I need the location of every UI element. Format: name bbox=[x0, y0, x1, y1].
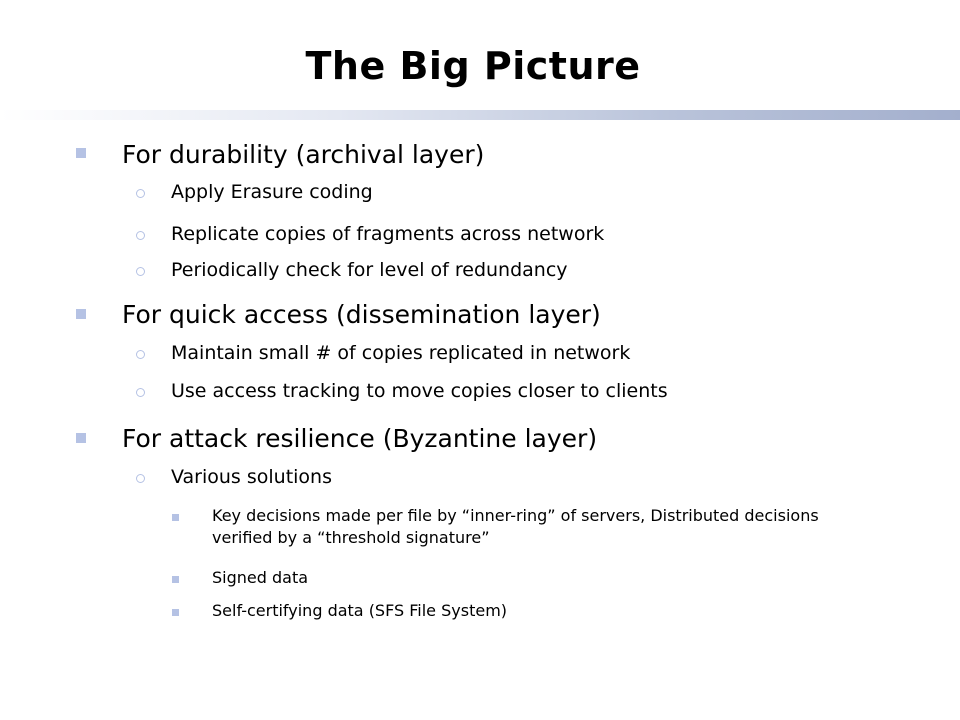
bullet-check-redundancy: Periodically check for level of redundan… bbox=[171, 259, 568, 281]
ring-bullet-icon bbox=[136, 189, 145, 198]
square-bullet-icon bbox=[172, 514, 179, 521]
square-bullet-icon bbox=[76, 148, 86, 158]
section-heading-attack-resilience: For attack resilience (Byzantine layer) bbox=[122, 424, 598, 453]
ring-bullet-icon bbox=[136, 350, 145, 359]
square-bullet-icon bbox=[172, 609, 179, 616]
ring-bullet-icon bbox=[136, 267, 145, 276]
square-bullet-icon bbox=[76, 433, 86, 443]
section-heading-durability: For durability (archival layer) bbox=[122, 140, 485, 169]
square-bullet-icon bbox=[76, 309, 86, 319]
section-heading-quick-access: For quick access (dissemination layer) bbox=[122, 300, 601, 329]
ring-bullet-icon bbox=[136, 231, 145, 240]
bullet-access-tracking: Use access tracking to move copies close… bbox=[171, 380, 668, 402]
bullet-erasure-coding: Apply Erasure coding bbox=[171, 181, 373, 203]
bullet-various-solutions: Various solutions bbox=[171, 466, 332, 488]
slide-title: The Big Picture bbox=[305, 44, 641, 88]
title-underline-bar bbox=[0, 110, 960, 120]
subbullet-signed-data: Signed data bbox=[212, 568, 309, 587]
square-bullet-icon bbox=[172, 576, 179, 583]
subbullet-key-decisions: Key decisions made per file by “inner-ri… bbox=[212, 506, 819, 547]
ring-bullet-icon bbox=[136, 388, 145, 397]
ring-bullet-icon bbox=[136, 474, 145, 483]
bullet-replicate-fragments: Replicate copies of fragments across net… bbox=[171, 223, 605, 245]
bullet-maintain-copies: Maintain small # of copies replicated in… bbox=[171, 342, 631, 364]
subbullet-self-certifying-data: Self-certifying data (SFS File System) bbox=[212, 601, 508, 620]
